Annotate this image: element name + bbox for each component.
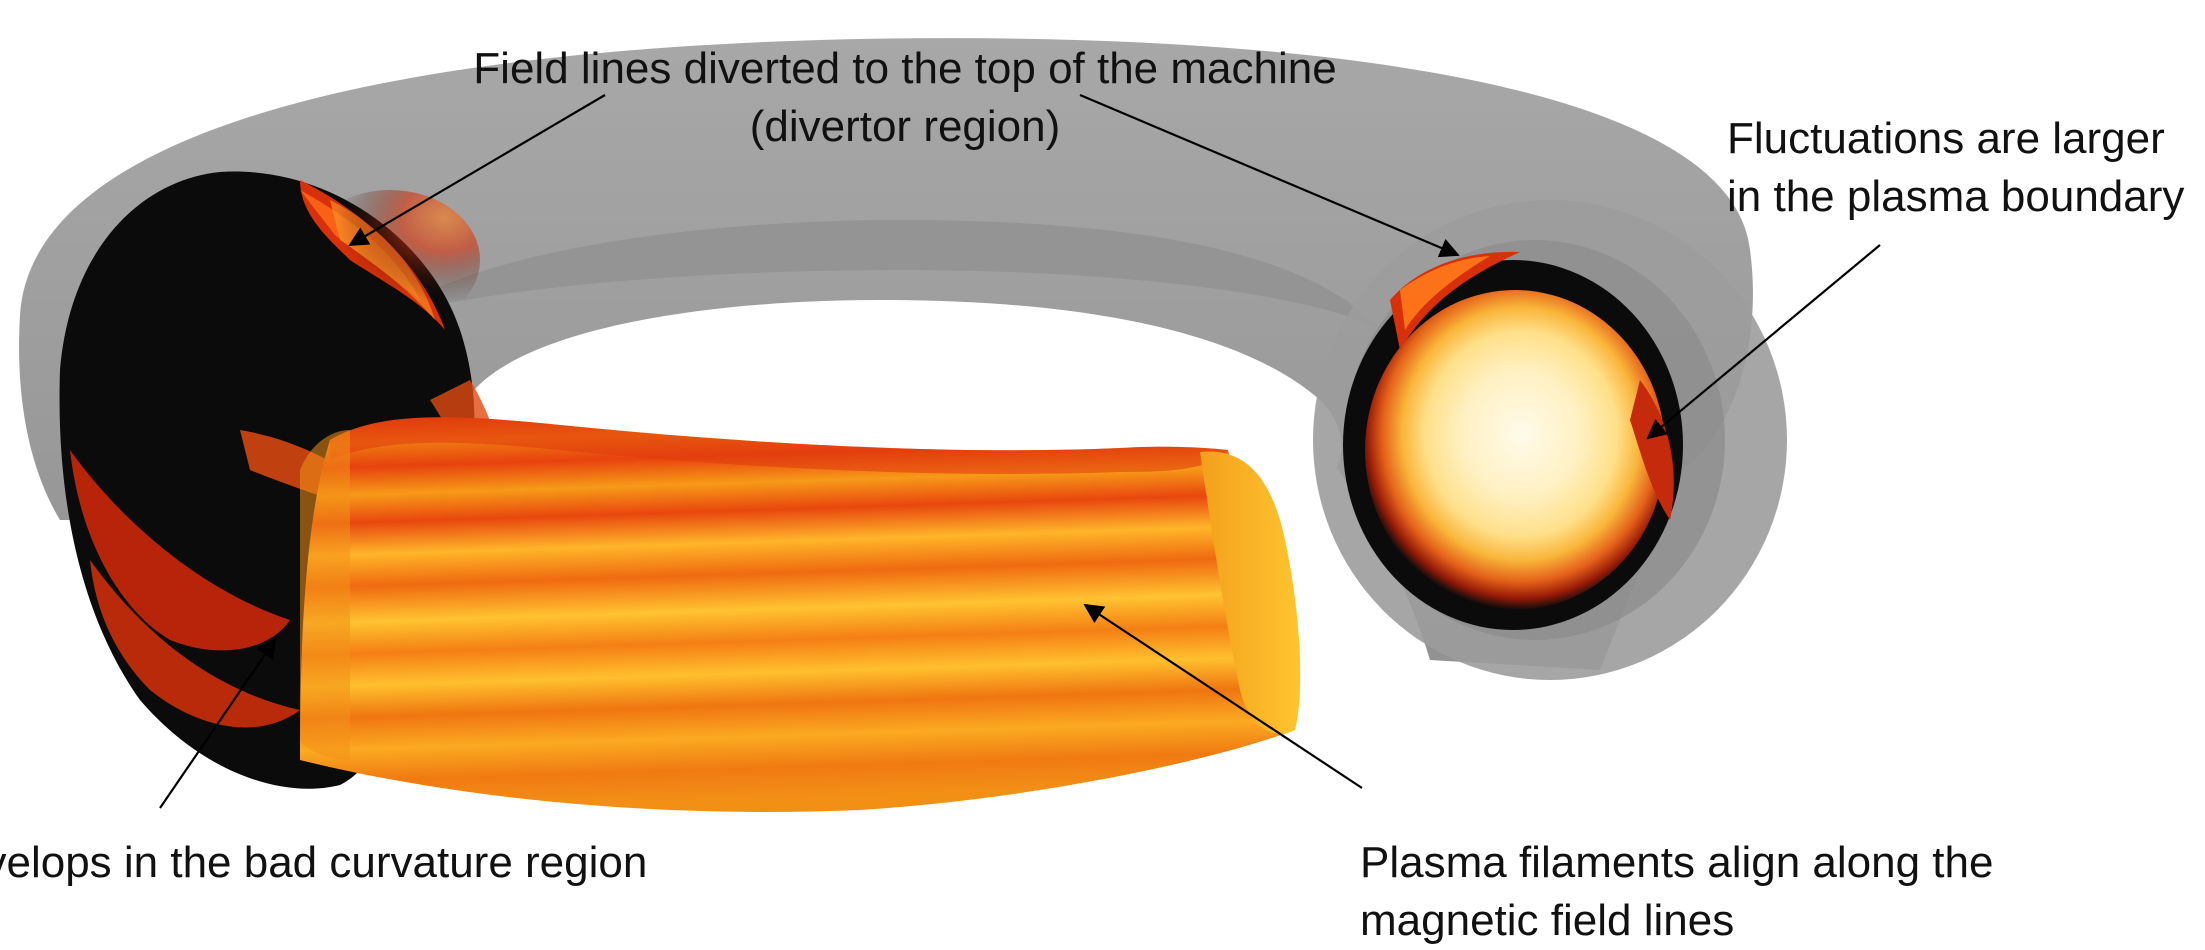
annotation-divertor: Field lines diverted to the top of the m… (455, 40, 1355, 156)
annotation-boundary-line1: Fluctuations are larger (1727, 114, 2165, 163)
plasma-tube (300, 417, 1301, 812)
annotation-boundary: Fluctuations are larger in the plasma bo… (1727, 110, 2184, 226)
right-plasma-section (1343, 251, 1683, 630)
annotation-divertor-line1: Field lines diverted to the top of the m… (473, 44, 1337, 93)
arrow-top-right (1079, 93, 1460, 258)
arrow-top-left (348, 94, 606, 247)
annotation-divertor-line2: (divertor region) (749, 102, 1061, 151)
annotation-curvature: evelops in the bad curvature region (0, 834, 647, 892)
annotation-filaments-line2: magnetic field lines (1360, 896, 1735, 945)
annotation-boundary-line2: in the plasma boundary (1727, 172, 2185, 221)
annotation-filaments: Plasma filaments align along the magneti… (1360, 834, 1993, 950)
arrow-right (1646, 244, 1881, 440)
annotation-filaments-line1: Plasma filaments align along the (1360, 838, 1994, 887)
arrow-left (159, 638, 277, 809)
annotation-curvature-line1: evelops in the bad curvature region (0, 838, 648, 887)
arrow-bottom (1083, 603, 1363, 789)
annotation-arrows (159, 93, 1881, 809)
